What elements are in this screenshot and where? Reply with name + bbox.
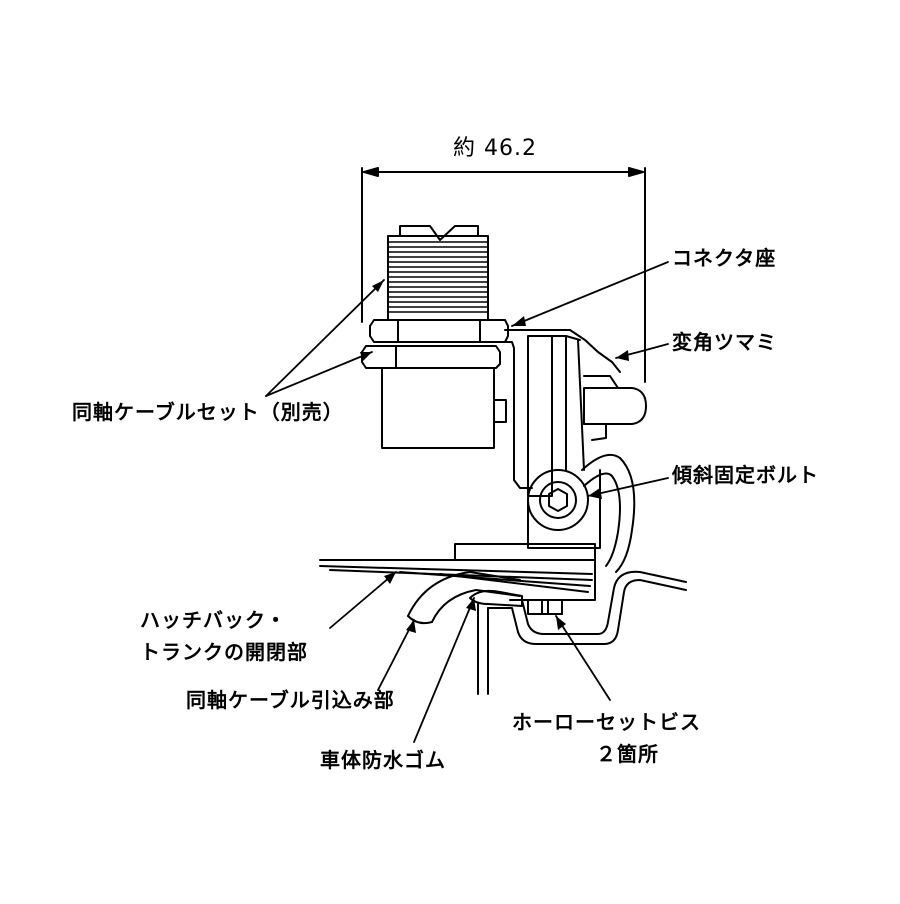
label-angle-knob: 変角ツマミ	[672, 330, 777, 354]
arrow-set-screw	[556, 616, 566, 630]
leader-coax-inlet	[378, 620, 414, 690]
leader-coax-set-a	[266, 280, 384, 396]
leader-coax-set-b	[266, 352, 372, 396]
label-tilt-bolt: 傾斜固定ボルト	[672, 463, 819, 487]
coax-cable-outer	[408, 572, 520, 616]
arrow-body-rubber	[466, 598, 476, 611]
tilt-bolt-inner	[540, 482, 576, 518]
label-coax-cable-set: 同軸ケーブルセット（別売）	[72, 400, 344, 424]
label-set-screw-line2: ２箇所	[596, 742, 659, 766]
curved-plate-inner	[584, 474, 620, 566]
leader-set-screw	[556, 616, 610, 700]
leader-connector-seat	[512, 262, 668, 326]
label-connector-seat: コネクタ座	[672, 246, 777, 270]
label-coax-inlet: 同軸ケーブル引込み部	[186, 688, 395, 712]
label-hatch-trunk-line1: ハッチバック・	[140, 608, 287, 632]
coax-cable-end	[408, 616, 432, 623]
set-screw-2	[548, 600, 562, 614]
hatch-panel-line-5	[440, 574, 588, 592]
arrow-connector-seat	[512, 316, 526, 326]
leader-hatch-trunk	[330, 572, 396, 628]
connector-washer	[362, 346, 500, 368]
coax-plug-block	[382, 368, 494, 448]
car-body-channel-inner	[510, 572, 686, 634]
leader-body-rubber	[414, 598, 474, 742]
label-hatch-trunk-line2: トランクの開閉部	[140, 640, 308, 664]
clamp-side	[520, 548, 595, 600]
coax-cable	[408, 572, 520, 623]
arrow-angle-knob	[616, 350, 629, 361]
mount-bracket	[478, 330, 620, 496]
arrow-tilt-bolt	[588, 488, 602, 499]
hatch-panel-line-2	[320, 566, 592, 574]
arrow-hatch-trunk	[384, 572, 396, 584]
hollow-set-screws	[528, 600, 562, 614]
arrow-coax-set-a	[372, 280, 384, 292]
leader-arrows	[360, 280, 629, 633]
tilt-bolt-base	[528, 470, 600, 548]
hatch-panel-line-4	[400, 572, 590, 586]
connector-nut	[370, 320, 508, 342]
tilt-bolt-outer	[528, 470, 588, 530]
hatch-panel-line-3	[330, 570, 592, 580]
dimension-group	[362, 168, 645, 382]
bracket-left-arm	[478, 342, 532, 488]
tilt-bolt	[528, 470, 600, 548]
connector-threaded-body	[362, 226, 508, 448]
hatch-trunk-panels	[320, 560, 592, 592]
bracket-plate-line-2	[578, 340, 584, 470]
bracket-top-edge	[505, 330, 620, 372]
car-body	[478, 572, 686, 694]
angle-knob-body	[584, 388, 646, 424]
leader-tilt-bolt	[588, 478, 668, 496]
connector-cap	[400, 226, 478, 240]
connector-thread-lines	[388, 242, 488, 312]
dimension-arrow-left	[364, 168, 378, 176]
clamp-upper-plate	[455, 544, 595, 560]
arrow-coax-inlet	[406, 620, 416, 633]
set-screw-1	[528, 600, 542, 614]
arrow-coax-set-b	[360, 352, 372, 361]
angle-knob	[584, 376, 646, 440]
label-set-screw-line1: ホーローセットビス	[512, 710, 701, 734]
dimension-label: 約 46.2	[453, 136, 537, 161]
label-body-rubber: 車体防水ゴム	[320, 748, 446, 772]
leader-lines	[266, 262, 668, 742]
coax-cable-inner	[432, 590, 520, 622]
curved-plate-outer	[582, 455, 634, 572]
tilt-bolt-hex	[549, 489, 567, 511]
coax-plug-stub	[494, 400, 506, 422]
car-body-channel-outer	[488, 580, 686, 644]
curved-side-plate	[582, 455, 634, 572]
dimension-arrow-right	[629, 168, 643, 176]
